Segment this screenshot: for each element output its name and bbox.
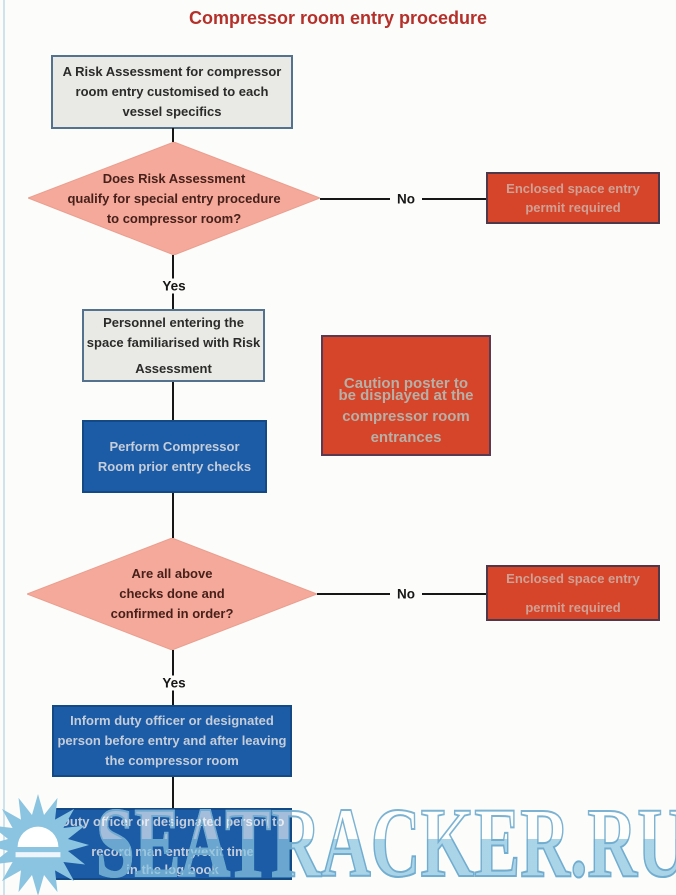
node-personnel-familiarised: Personnel entering the space familiarise…: [82, 309, 265, 382]
node-text-line: Caution poster to: [343, 375, 469, 392]
node-text-line: vessel specifics: [122, 104, 222, 119]
decision-text: Does Risk Assessment qualify for special…: [28, 142, 320, 255]
page-title: Compressor room entry procedure: [188, 8, 488, 28]
page-edge-line: [3, 0, 5, 895]
node-permit-required-top: Enclosed space entry permit required: [486, 172, 660, 224]
node-text-line: confirmed in order?: [110, 606, 234, 621]
seatracker-sun-logo-icon: [0, 794, 89, 895]
node-caution-poster: Caution poster to be displayed at the co…: [321, 335, 491, 456]
node-text-line: Perform Compressor: [109, 438, 240, 454]
node-prior-entry-checks: Perform Compressor Room prior entry chec…: [82, 420, 267, 493]
edge-label-yes: Yes: [155, 675, 193, 691]
node-text-line: A Risk Assessment for compressor: [62, 64, 282, 79]
node-text-line: permit required: [525, 600, 621, 615]
node-checks-decision: Are all above checks done and confirmed …: [27, 538, 317, 650]
node-text-line: permit required: [525, 200, 621, 215]
node-text-line: be displayed at the: [338, 387, 474, 404]
node-inform-duty-officer: Inform duty officer or designated person…: [52, 705, 292, 777]
connector-checks-to-decision: [172, 493, 174, 538]
node-text-line: Room prior entry checks: [97, 458, 252, 474]
edge-label-no: No: [390, 586, 422, 602]
node-text-line: Are all above: [131, 566, 213, 581]
node-text-line: Inform duty officer or designated: [70, 713, 274, 728]
node-text-line: to compressor room?: [106, 210, 242, 226]
node-text-line: Enclosed space entry: [506, 571, 640, 586]
decision-diamond-shape: [27, 538, 317, 650]
edge-label-no: No: [390, 191, 422, 207]
node-text-line: Enclosed space entry: [506, 181, 640, 196]
connector-inform-to-logbook: [172, 777, 174, 808]
node-text-line: space familiarised with Risk: [86, 334, 261, 350]
node-text-line: entrances: [370, 429, 442, 446]
node-text-line: qualify for special entry procedure: [67, 190, 281, 206]
connector-personnel-to-checks: [172, 382, 174, 420]
node-record-log-book: Duty officer or designated person to rec…: [53, 808, 292, 880]
node-text-line: checks done and: [119, 586, 225, 601]
node-qualify-decision: Does Risk Assessment qualify for special…: [28, 142, 320, 255]
node-text-line: Does Risk Assessment: [102, 170, 246, 186]
decision-diamond-shape: [28, 142, 320, 255]
node-text-line: in the log book: [126, 862, 218, 877]
node-text-line: the compressor room: [105, 753, 239, 768]
node-text-line: record man entry/exit time: [91, 842, 254, 862]
connector-risk-to-qualify: [172, 128, 174, 142]
node-text-line: compressor room: [342, 408, 470, 425]
node-text-line: person before entry and after leaving: [57, 733, 287, 748]
node-text-line: room entry customised to each: [75, 84, 269, 99]
node-permit-required-bottom: Enclosed space entry permit required: [486, 565, 660, 621]
edge-label-yes: Yes: [155, 278, 193, 294]
node-text-line: Personnel entering the: [103, 314, 244, 330]
node-risk-assessment: A Risk Assessment for compressor room en…: [51, 55, 293, 129]
node-text-line: Duty officer or designated person to: [60, 813, 285, 829]
decision-text: Are all above checks done and confirmed …: [27, 538, 317, 650]
node-text-line: Assessment: [135, 360, 212, 376]
watermark-text: SEATRACKER.RU: [95, 792, 676, 894]
